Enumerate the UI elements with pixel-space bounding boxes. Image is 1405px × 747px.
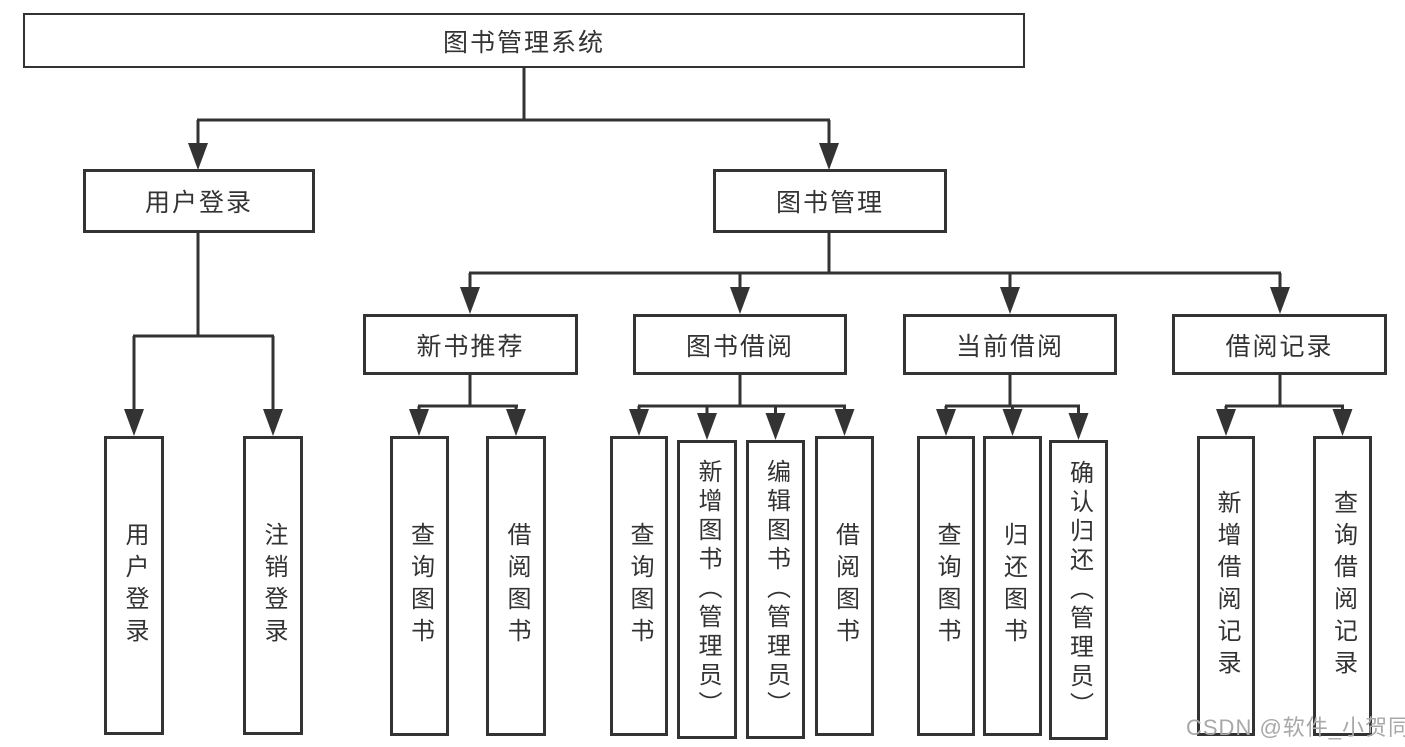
leaf-label: 用户登录 <box>121 521 148 650</box>
node-label: 图书管理 <box>775 189 884 217</box>
leaf-label: 编辑图书（管理员） <box>762 459 790 720</box>
leaf-label: 借阅图书 <box>503 522 530 650</box>
node-user-login: 用户登录 <box>83 169 315 233</box>
leaf-nbr-borrow-books: 借阅图书 <box>486 436 546 736</box>
leaf-br-add-record: 新增借阅记录 <box>1197 436 1255 736</box>
leaf-label: 注销登录 <box>260 521 287 650</box>
leaf-bb-add-books-admin: 新增图书（管理员） <box>677 440 737 739</box>
node-label: 借阅记录 <box>1225 332 1334 361</box>
leaf-label: 归还图书 <box>999 522 1027 650</box>
node-borrow-records: 借阅记录 <box>1172 314 1387 375</box>
node-label: 图书借阅 <box>685 332 794 361</box>
leaf-label: 查询图书 <box>406 522 434 650</box>
node-new-book-recommend: 新书推荐 <box>363 314 578 375</box>
leaf-bb-query-books: 查询图书 <box>610 436 668 736</box>
node-label: 新书推荐 <box>416 332 525 361</box>
node-library-system: 图书管理系统 <box>23 13 1025 68</box>
leaf-user-login: 用户登录 <box>104 436 164 735</box>
node-label: 当前借阅 <box>955 332 1064 361</box>
leaf-logout: 注销登录 <box>243 436 303 735</box>
leaf-label: 查询借阅记录 <box>1329 490 1357 682</box>
leaf-label: 新增借阅记录 <box>1213 490 1240 682</box>
leaf-cb-query-books: 查询图书 <box>917 436 975 736</box>
node-label: 用户登录 <box>144 189 253 217</box>
leaf-label: 确认归还（管理员） <box>1065 459 1093 721</box>
csdn-watermark: CSDN @软件_小贺同学 <box>1186 715 1405 740</box>
leaf-label: 新增图书（管理员） <box>694 459 721 720</box>
node-book-management: 图书管理 <box>713 169 947 233</box>
leaf-nbr-query-books: 查询图书 <box>390 436 449 736</box>
node-book-borrow: 图书借阅 <box>633 314 847 375</box>
leaf-label: 查询图书 <box>933 522 960 650</box>
leaf-cb-confirm-return-admin: 确认归还（管理员） <box>1049 440 1108 740</box>
node-label: 图书管理系统 <box>442 28 605 57</box>
leaf-br-query-record: 查询借阅记录 <box>1313 436 1372 736</box>
node-current-borrow: 当前借阅 <box>903 314 1117 375</box>
leaf-label: 查询图书 <box>626 522 653 650</box>
leaf-label: 借阅图书 <box>831 522 859 650</box>
leaf-bb-borrow-books: 借阅图书 <box>815 436 874 736</box>
leaf-cb-return-books: 归还图书 <box>983 436 1042 736</box>
leaf-bb-edit-books-admin: 编辑图书（管理员） <box>746 440 805 739</box>
